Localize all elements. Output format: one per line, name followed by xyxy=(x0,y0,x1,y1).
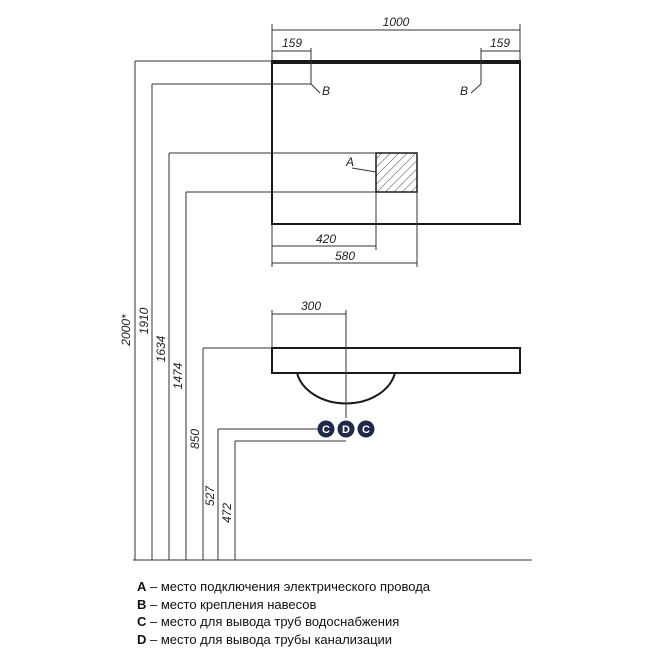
dim-h-850: 850 xyxy=(188,429,202,449)
badge-c-left: C xyxy=(317,420,335,438)
legend-row-a: A – место подключения электрического про… xyxy=(137,578,430,596)
dim-h-1474: 1474 xyxy=(171,362,185,389)
dim-mark-a-outer: 580 xyxy=(335,249,355,263)
legend-text-c: – место для вывода труб водоснабжения xyxy=(146,614,400,629)
badge-d-label: D xyxy=(342,424,350,436)
badge-c-right: C xyxy=(357,420,375,438)
dim-width-total: 1000 xyxy=(383,15,410,29)
dim-h-1910: 1910 xyxy=(137,307,151,334)
marker-a: A xyxy=(345,155,354,169)
dim-basin-depth: 300 xyxy=(301,299,321,313)
dim-h-527: 527 xyxy=(203,485,217,506)
dim-offset-left: 159 xyxy=(282,36,302,50)
legend-text-d: – место для вывода трубы канализации xyxy=(146,631,393,647)
countertop-side xyxy=(271,347,521,374)
legend-row-c: C – место для вывода труб водоснабжения xyxy=(137,613,430,631)
badge-d: D xyxy=(337,420,355,438)
badge-c-right-label: C xyxy=(362,424,370,436)
dim-offset-right: 159 xyxy=(490,36,510,50)
leader-a xyxy=(351,167,377,173)
dim-mark-a-x: 420 xyxy=(316,232,336,246)
marker-b-right: B xyxy=(460,84,468,98)
legend-row-b: B – место крепления навесов xyxy=(137,596,430,614)
marker-b-left: B xyxy=(322,84,330,98)
dim-h-472: 472 xyxy=(220,503,234,523)
legend-key-c: C xyxy=(137,614,147,629)
legend-row-d: D – место для вывода трубы канализации xyxy=(137,631,430,649)
legend-text-a: – место подключения электрического прово… xyxy=(146,579,431,594)
cabinet-front-outline xyxy=(271,60,521,225)
legend-key-d: D xyxy=(137,631,147,647)
legend-key-b: B xyxy=(137,596,147,612)
socket-a-area xyxy=(375,152,418,193)
badge-c-left-label: C xyxy=(322,424,330,436)
dim-h-2000: 2000* xyxy=(119,314,133,347)
legend-text-b: – место крепления навесов xyxy=(146,596,317,612)
legend: A – место подключения электрического про… xyxy=(137,578,430,648)
leader-b-left xyxy=(310,83,321,94)
dim-h-1634: 1634 xyxy=(154,335,168,362)
leader-b-right xyxy=(470,83,482,94)
legend-key-a: A xyxy=(137,579,147,594)
